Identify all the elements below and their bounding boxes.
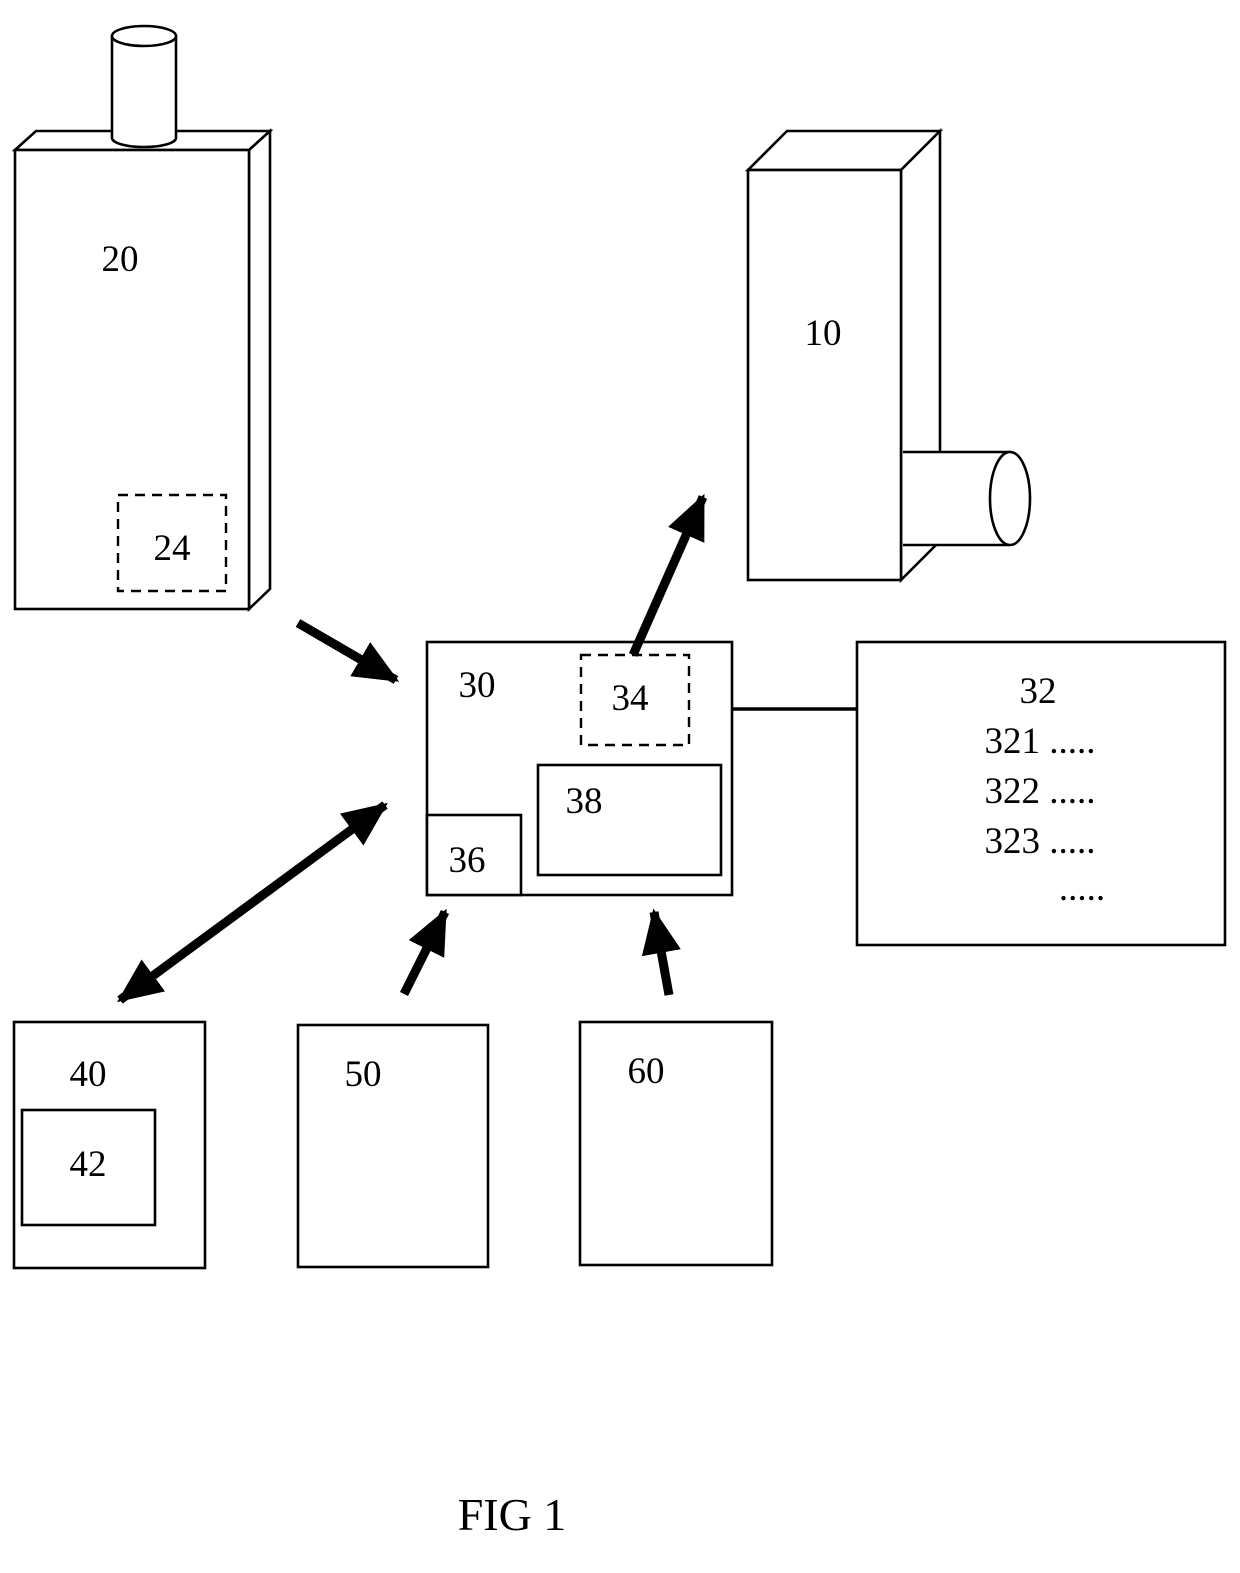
label-32: 32 [1020,671,1057,712]
container-20: 20 24 [11,24,274,613]
container-20-side-face [247,128,272,613]
list-32-item-4: ..... [1059,868,1105,909]
list-box-32: 32 321 ..... 322 ..... 323 ..... ..... [855,640,1227,947]
nozzle-end-ellipse [988,450,1032,547]
container-20-cap-cylinder [110,24,178,149]
list-32-item-1: 321 ..... [985,721,1096,762]
arrows [117,493,708,1004]
device-10-front-face [746,168,903,582]
label-30: 30 [459,665,496,706]
dashed-box-24 [116,493,228,593]
label-38: 38 [566,781,603,822]
arrow-60-to-30 [641,908,681,996]
arrow-40-to-30-bidirectional [117,801,388,1004]
device-10: 10 [744,127,1032,584]
cap-bottom-arc [110,137,178,149]
box-36 [425,813,523,897]
list-32-item-3: 323 ..... [985,821,1096,862]
controller-30: 30 34 38 36 [425,640,734,897]
arrow-20-to-30 [295,619,400,684]
arrow-34-to-10 [628,493,708,657]
box-60-group: 60 [578,1020,774,1267]
cap-top-ellipse [110,24,178,48]
box-60 [578,1020,774,1267]
label-34: 34 [612,678,649,719]
label-20: 20 [102,239,139,280]
label-40: 40 [70,1054,107,1095]
label-50: 50 [345,1054,382,1095]
label-42: 42 [70,1144,107,1185]
nozzle-body [903,452,1010,545]
container-20-front-face [13,148,251,611]
box-50 [296,1023,490,1269]
label-10: 10 [805,313,842,354]
box-32 [855,640,1227,947]
list-32-item-2: 322 ..... [985,771,1096,812]
cap-body [112,36,176,138]
box-50-group: 50 [296,1023,490,1269]
label-36: 36 [449,840,486,881]
label-60: 60 [628,1051,665,1092]
figure-caption: FIG 1 [458,1489,567,1540]
box-42 [20,1108,157,1227]
arrow-50-to-36 [399,908,450,997]
box-40-group: 40 42 [12,1020,207,1270]
box-38 [536,763,723,877]
device-10-nozzle-cylinder [903,450,1032,547]
label-24: 24 [154,528,191,569]
